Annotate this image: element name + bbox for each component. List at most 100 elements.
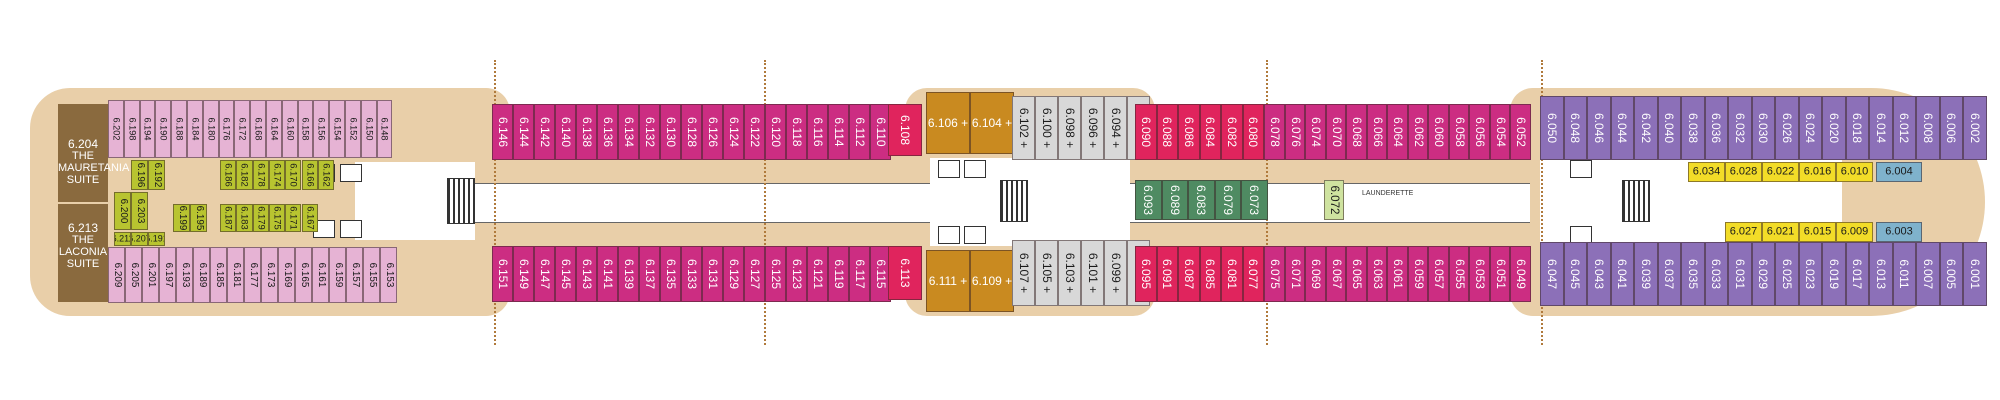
cabin-6.004[interactable]: 6.004: [1876, 162, 1922, 182]
cabin-6.059[interactable]: 6.059: [1407, 246, 1428, 302]
cabin-6.043[interactable]: 6.043: [1587, 242, 1611, 306]
cabin-6.135[interactable]: 6.135: [660, 246, 681, 302]
cabin-6.193[interactable]: 6.193: [176, 247, 193, 303]
cabin-6.197[interactable]: 6.197: [159, 247, 176, 303]
cabin-6.081[interactable]: 6.081: [1221, 246, 1243, 302]
cabin-6.141[interactable]: 6.141: [597, 246, 618, 302]
cabin-6.211[interactable]: 6.211: [114, 232, 131, 246]
cabin-6.026[interactable]: 6.026: [1775, 96, 1799, 160]
cabin-6.015[interactable]: 6.015: [1799, 222, 1836, 242]
cabin-6.079[interactable]: 6.079: [1214, 180, 1241, 220]
cabin-6.068[interactable]: 6.068: [1346, 104, 1367, 160]
cabin-6.189[interactable]: 6.189: [193, 247, 210, 303]
cabin-6.002[interactable]: 6.002: [1963, 96, 1987, 160]
cabin-6.050[interactable]: 6.050: [1540, 96, 1564, 160]
cabin-6.088[interactable]: 6.088: [1156, 104, 1178, 160]
cabin-6.080[interactable]: 6.080: [1242, 104, 1264, 160]
cabin-6.094[interactable]: 6.094 +: [1104, 96, 1127, 160]
cabin-6.200[interactable]: 6.200: [114, 192, 131, 230]
cabin-6.034[interactable]: 6.034: [1688, 162, 1725, 182]
cabin-6.117[interactable]: 6.117: [849, 246, 870, 302]
cabin-6.033[interactable]: 6.033: [1704, 242, 1728, 306]
cabin-6.035[interactable]: 6.035: [1681, 242, 1705, 306]
cabin-6.144[interactable]: 6.144: [513, 104, 534, 160]
cabin-6.020[interactable]: 6.020: [1822, 96, 1846, 160]
cabin-6.041[interactable]: 6.041: [1610, 242, 1634, 306]
cabin-6.090[interactable]: 6.090: [1135, 104, 1157, 160]
cabin-6.146[interactable]: 6.146: [492, 104, 513, 160]
cabin-6.143[interactable]: 6.143: [576, 246, 597, 302]
cabin-6.136[interactable]: 6.136: [597, 104, 618, 160]
laconia-suite[interactable]: 6.213 THE LACONIA SUITE: [58, 204, 108, 302]
cabin-6.191[interactable]: 6.191: [148, 232, 165, 246]
cabin-6.101[interactable]: 6.101 +: [1081, 240, 1104, 306]
cabin-6.196[interactable]: 6.196: [131, 160, 148, 190]
cabin-6.003[interactable]: 6.003: [1876, 222, 1922, 242]
cabin-6.179[interactable]: 6.179: [252, 204, 269, 232]
cabin-6.112[interactable]: 6.112: [849, 104, 870, 160]
cabin-6.047[interactable]: 6.047: [1540, 242, 1564, 306]
cabin-6.138[interactable]: 6.138: [576, 104, 597, 160]
cabin-6.066[interactable]: 6.066: [1366, 104, 1387, 160]
cabin-6.174[interactable]: 6.174: [268, 160, 286, 190]
cabin-6.089[interactable]: 6.089: [1161, 180, 1188, 220]
cabin-6.045[interactable]: 6.045: [1563, 242, 1587, 306]
cabin-6.058[interactable]: 6.058: [1448, 104, 1469, 160]
cabin-6.056[interactable]: 6.056: [1469, 104, 1490, 160]
cabin-6.096[interactable]: 6.096 +: [1081, 96, 1104, 160]
cabin-6.083[interactable]: 6.083: [1188, 180, 1215, 220]
cabin-6.055[interactable]: 6.055: [1448, 246, 1469, 302]
cabin-6.024[interactable]: 6.024: [1798, 96, 1822, 160]
cabin-6.111[interactable]: 6.111 +: [926, 250, 970, 312]
cabin-6.077[interactable]: 6.077: [1242, 246, 1264, 302]
cabin-6.185[interactable]: 6.185: [210, 247, 227, 303]
cabin-6.031[interactable]: 6.031: [1728, 242, 1752, 306]
cabin-6.025[interactable]: 6.025: [1775, 242, 1799, 306]
cabin-6.099[interactable]: 6.099 +: [1104, 240, 1127, 306]
cabin-6.205[interactable]: 6.205: [125, 247, 142, 303]
cabin-6.013[interactable]: 6.013: [1869, 242, 1893, 306]
cabin-6.140[interactable]: 6.140: [555, 104, 576, 160]
cabin-6.170[interactable]: 6.170: [285, 160, 302, 190]
cabin-6.046[interactable]: 6.046: [1587, 96, 1611, 160]
cabin-6.019[interactable]: 6.019: [1822, 242, 1846, 306]
cabin-6.001[interactable]: 6.001: [1963, 242, 1987, 306]
cabin-6.123[interactable]: 6.123: [786, 246, 807, 302]
cabin-6.180[interactable]: 6.180: [202, 100, 219, 158]
cabin-6.091[interactable]: 6.091: [1156, 246, 1178, 302]
cabin-6.057[interactable]: 6.057: [1428, 246, 1449, 302]
cabin-6.207[interactable]: 6.207: [131, 232, 148, 246]
cabin-6.006[interactable]: 6.006: [1939, 96, 1963, 160]
cabin-6.132[interactable]: 6.132: [639, 104, 660, 160]
cabin-6.121[interactable]: 6.121: [807, 246, 828, 302]
cabin-6.073[interactable]: 6.073: [1241, 180, 1268, 220]
cabin-6.134[interactable]: 6.134: [618, 104, 639, 160]
cabin-6.114[interactable]: 6.114: [828, 104, 849, 160]
cabin-6.061[interactable]: 6.061: [1387, 246, 1408, 302]
cabin-6.028[interactable]: 6.028: [1725, 162, 1762, 182]
cabin-6.102[interactable]: 6.102 +: [1012, 96, 1035, 160]
cabin-6.048[interactable]: 6.048: [1563, 96, 1587, 160]
cabin-6.158[interactable]: 6.158: [297, 100, 314, 158]
cabin-6.049[interactable]: 6.049: [1510, 246, 1531, 302]
cabin-6.160[interactable]: 6.160: [281, 100, 298, 158]
cabin-6.113[interactable]: 6.113: [888, 246, 922, 300]
cabin-6.149[interactable]: 6.149: [513, 246, 534, 302]
cabin-6.052[interactable]: 6.052: [1510, 104, 1531, 160]
cabin-6.069[interactable]: 6.069: [1305, 246, 1326, 302]
cabin-6.116[interactable]: 6.116: [807, 104, 828, 160]
cabin-6.186[interactable]: 6.186: [220, 160, 237, 190]
cabin-6.173[interactable]: 6.173: [261, 247, 278, 303]
cabin-6.071[interactable]: 6.071: [1284, 246, 1305, 302]
cabin-6.037[interactable]: 6.037: [1657, 242, 1681, 306]
cabin-6.172[interactable]: 6.172: [234, 100, 251, 158]
cabin-6.022[interactable]: 6.022: [1762, 162, 1799, 182]
cabin-6.036[interactable]: 6.036: [1704, 96, 1728, 160]
cabin-6.154[interactable]: 6.154: [329, 100, 345, 158]
cabin-6.044[interactable]: 6.044: [1610, 96, 1634, 160]
cabin-6.164[interactable]: 6.164: [266, 100, 282, 158]
cabin-6.148[interactable]: 6.148: [376, 100, 393, 158]
cabin-6.009[interactable]: 6.009: [1836, 222, 1873, 242]
cabin-6.156[interactable]: 6.156: [313, 100, 330, 158]
cabin-6.169[interactable]: 6.169: [278, 247, 295, 303]
